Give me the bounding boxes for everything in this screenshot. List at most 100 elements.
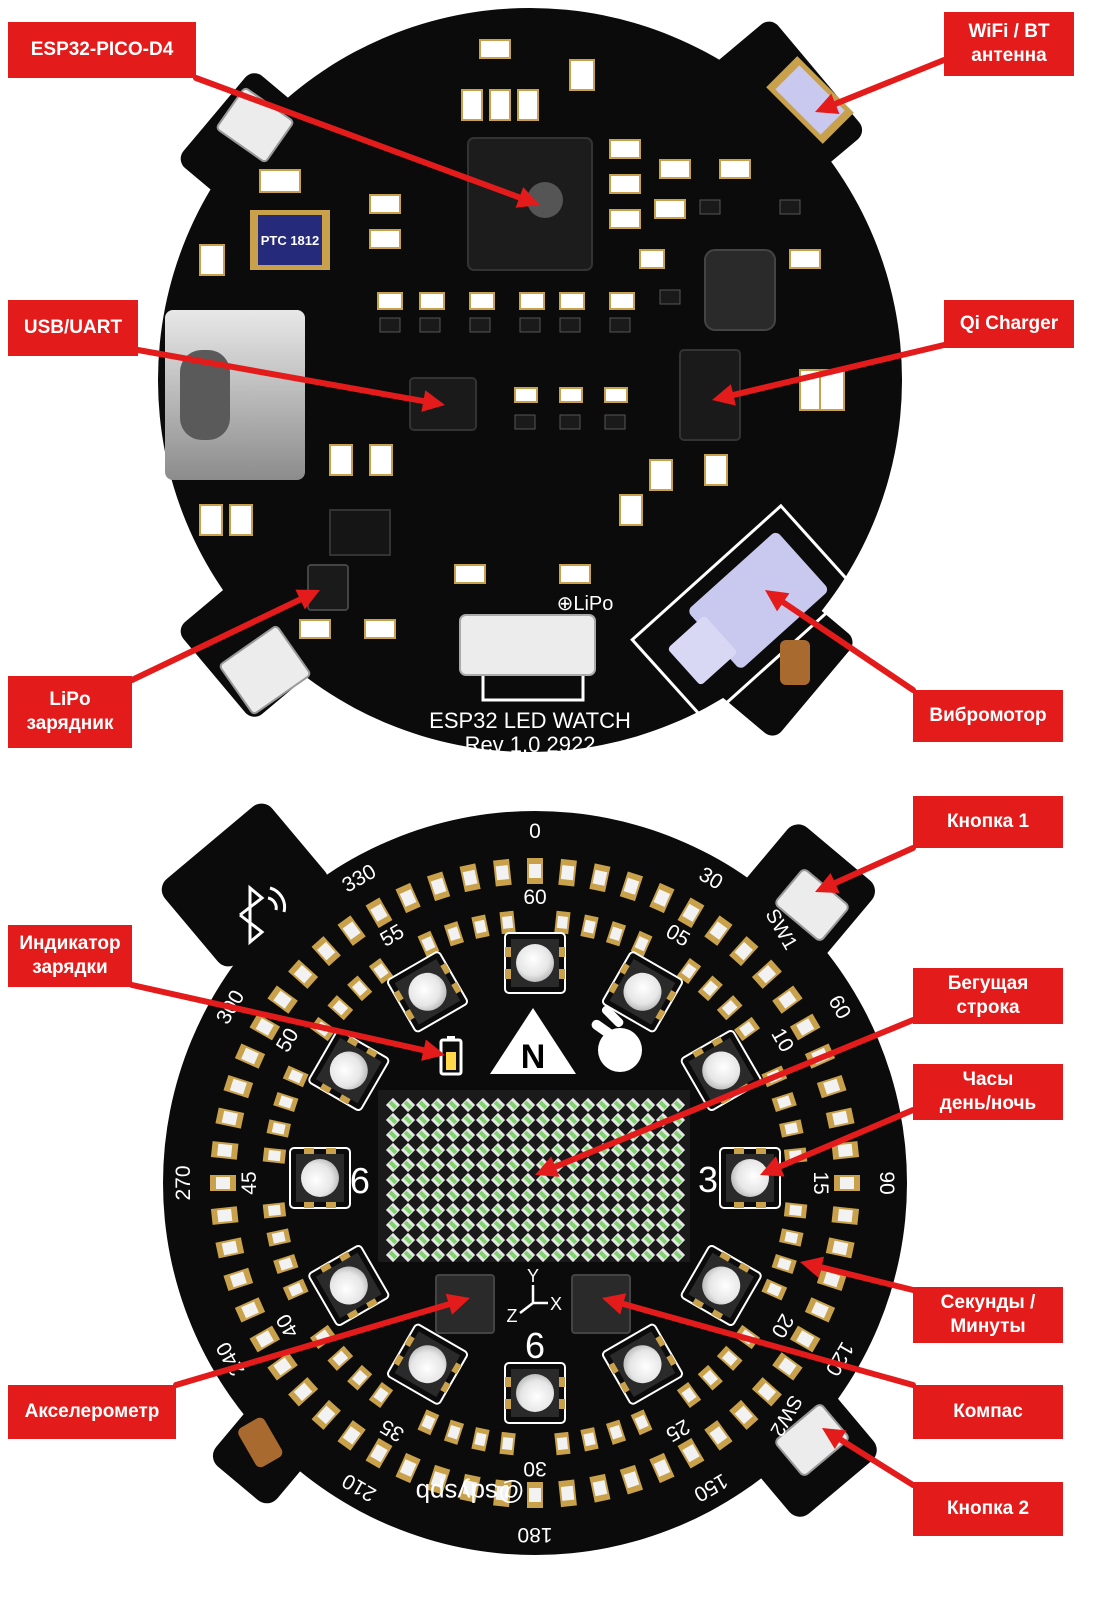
- led-matrix: [385, 1097, 686, 1263]
- label-button-2: Кнопка 2: [913, 1482, 1063, 1536]
- matrix-led: [385, 1232, 401, 1248]
- matrix-led: [445, 1217, 461, 1233]
- label-vibromotor: Вибромотор: [913, 690, 1063, 742]
- matrix-led: [565, 1232, 581, 1248]
- outer-led: [649, 1452, 675, 1484]
- outer-led: [558, 858, 577, 887]
- outer-led: [311, 1399, 341, 1430]
- outer-led: [288, 1377, 319, 1407]
- matrix-led: [445, 1097, 461, 1113]
- arrow-usb: [135, 347, 445, 412]
- matrix-led: [595, 1157, 611, 1173]
- matrix-led: [565, 1127, 581, 1143]
- matrix-led: [565, 1217, 581, 1233]
- outer-led: [816, 1074, 847, 1099]
- outer-led: [649, 882, 675, 914]
- matrix-led: [625, 1097, 641, 1113]
- outer-led: [677, 897, 705, 929]
- matrix-led: [385, 1142, 401, 1158]
- matrix-led: [460, 1232, 476, 1248]
- led-ring-outer: [210, 858, 860, 1508]
- matrix-led: [595, 1232, 611, 1248]
- outer-led: [729, 1399, 759, 1430]
- axes-icon: [519, 1285, 548, 1314]
- matrix-led: [640, 1157, 656, 1173]
- inner-led: [471, 1427, 490, 1452]
- matrix-led: [535, 1142, 551, 1158]
- hour-led: [719, 1147, 781, 1209]
- matrix-led: [385, 1187, 401, 1203]
- matrix-led: [655, 1127, 671, 1143]
- matrix-led: [505, 1232, 521, 1248]
- matrix-led: [445, 1232, 461, 1248]
- outer-led: [804, 1297, 836, 1323]
- matrix-led: [580, 1232, 596, 1248]
- lipo-connector: [459, 614, 596, 676]
- bluetooth-wifi-icon: [239, 884, 287, 946]
- matrix-led: [550, 1112, 566, 1128]
- axis-x: X: [550, 1294, 562, 1314]
- matrix-led: [460, 1127, 476, 1143]
- matrix-led: [475, 1217, 491, 1233]
- matrix-led: [655, 1202, 671, 1218]
- matrix-led: [580, 1187, 596, 1203]
- matrix-led: [595, 1217, 611, 1233]
- outer-led: [215, 1237, 245, 1259]
- top-tab-right-upper: [702, 21, 863, 188]
- matrix-led: [580, 1217, 596, 1233]
- matrix-led: [490, 1142, 506, 1158]
- outer-led: [558, 1479, 577, 1508]
- outer-led: [704, 1420, 733, 1451]
- matrix-led: [505, 1157, 521, 1173]
- matrix-led: [625, 1202, 641, 1218]
- matrix-led: [610, 1142, 626, 1158]
- matrix-led: [655, 1142, 671, 1158]
- matrix-led: [445, 1142, 461, 1158]
- matrix-led: [610, 1097, 626, 1113]
- outer-led: [772, 985, 803, 1014]
- matrix-led: [475, 1097, 491, 1113]
- matrix-led: [460, 1112, 476, 1128]
- board-revision: Rev 1.0 2922: [465, 732, 596, 757]
- inner-led: [779, 1228, 804, 1247]
- matrix-led: [505, 1097, 521, 1113]
- board-title: ESP32 LED WATCH: [429, 708, 631, 733]
- matrix-led: [415, 1172, 431, 1188]
- matrix-led: [595, 1247, 611, 1263]
- matrix-led: [610, 1202, 626, 1218]
- matrix-led: [400, 1187, 416, 1203]
- matrix-led: [490, 1247, 506, 1263]
- matrix-led: [625, 1187, 641, 1203]
- arrow-charge-indicator: [129, 982, 445, 1061]
- bottom-tab-upper-left: [161, 803, 329, 967]
- matrix-led: [505, 1172, 521, 1188]
- matrix-led: [430, 1247, 446, 1263]
- outer-led: [493, 1479, 512, 1508]
- matrix-led: [490, 1112, 506, 1128]
- outer-led: [365, 1437, 393, 1469]
- hour-led: [386, 1323, 469, 1405]
- outer-led: [215, 1107, 245, 1129]
- inner-led: [347, 975, 373, 1002]
- inner-led: [417, 1409, 440, 1436]
- hour-led: [680, 1244, 762, 1327]
- label-charge-indicator: Индикатор зарядки: [8, 925, 132, 987]
- axis-z: Z: [507, 1306, 518, 1326]
- matrix-led: [550, 1187, 566, 1203]
- matrix-led: [625, 1232, 641, 1248]
- matrix-led: [625, 1172, 641, 1188]
- matrix-led: [625, 1157, 641, 1173]
- inner-led: [630, 1409, 653, 1436]
- matrix-led: [445, 1172, 461, 1188]
- matrix-led: [415, 1112, 431, 1128]
- button-2[interactable]: [774, 1403, 850, 1477]
- matrix-led: [580, 1097, 596, 1113]
- inner-led: [443, 1419, 465, 1445]
- matrix-led: [670, 1187, 686, 1203]
- arrow-vibromotor: [765, 590, 916, 693]
- outer-led: [729, 936, 759, 967]
- matrix-led: [475, 1202, 491, 1218]
- matrix-led: [670, 1217, 686, 1233]
- inner-led: [697, 1364, 723, 1391]
